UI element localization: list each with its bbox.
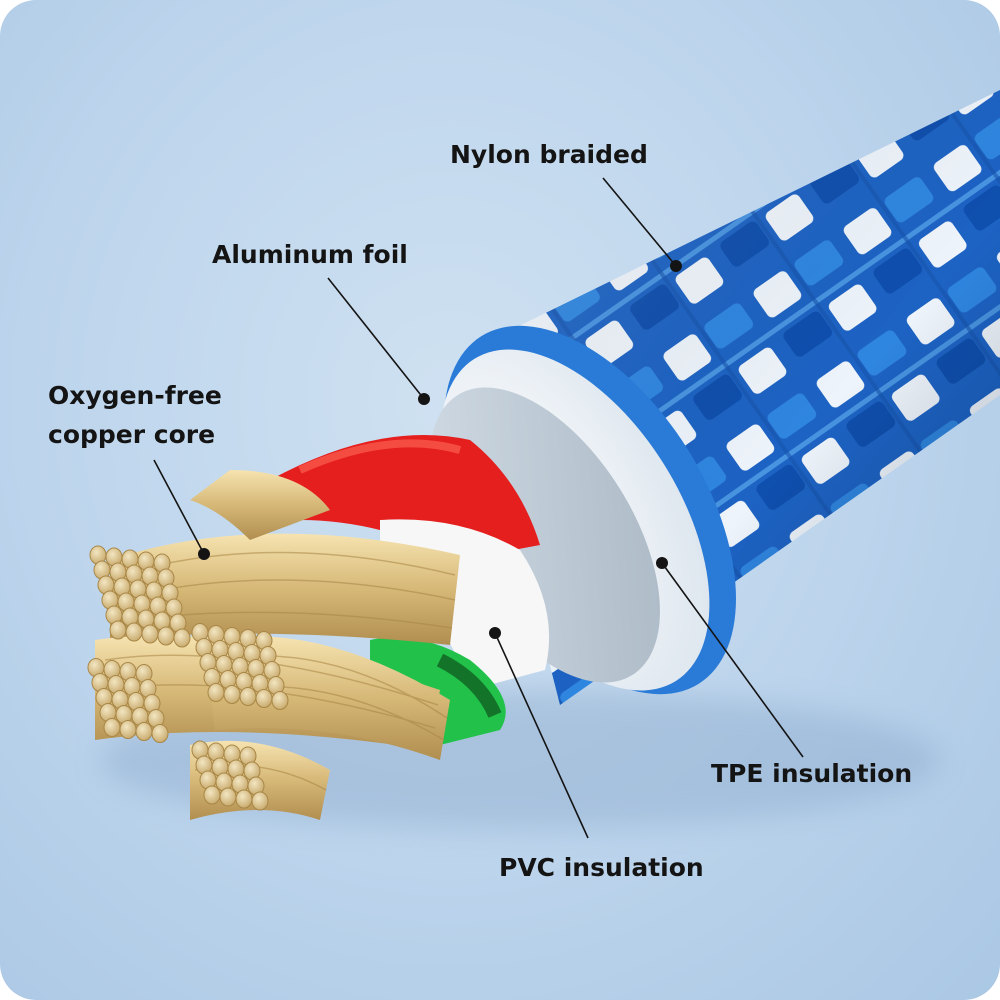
leader-tpe-insulation xyxy=(661,562,804,758)
strand-end-1-4-1 xyxy=(119,720,137,739)
dot-aluminum-foil xyxy=(418,393,430,405)
label-copper-core-line2: copper core xyxy=(48,420,216,449)
strand-end-1-4-0 xyxy=(103,718,121,737)
strand-end-3-3-1 xyxy=(219,787,237,807)
strand-end-2-4-2 xyxy=(239,687,257,706)
leader-nylon-braided xyxy=(602,177,677,267)
strand-end-3-3-3 xyxy=(251,791,269,811)
leader-pvc-insulation xyxy=(494,632,589,839)
leader-copper-core xyxy=(153,459,205,555)
red-wire xyxy=(270,435,540,560)
dot-pvc-insulation xyxy=(489,627,501,639)
strand-end-0-5-3 xyxy=(157,626,175,646)
strand-end-0-5-1 xyxy=(125,622,143,642)
strand-end-2-4-3 xyxy=(255,689,273,708)
strand-end-0-5-0 xyxy=(109,620,127,640)
strand-end-2-4-0 xyxy=(207,683,225,702)
dot-tpe-insulation xyxy=(656,557,668,569)
dot-copper-core xyxy=(198,548,210,560)
leader-lines xyxy=(153,177,804,839)
label-tpe-insulation: TPE insulation xyxy=(711,759,913,788)
strand-end-2-4-4 xyxy=(271,691,289,710)
strand-end-2-4-1 xyxy=(223,685,241,704)
label-aluminum-foil: Aluminum foil xyxy=(212,240,408,269)
strand-end-1-4-2 xyxy=(135,722,153,741)
strand-end-0-5-2 xyxy=(141,624,159,644)
strand-end-3-3-2 xyxy=(235,789,253,809)
leader-aluminum-foil xyxy=(327,277,425,400)
strand-end-0-5-4 xyxy=(173,628,191,648)
copper-strand-ends xyxy=(87,545,289,811)
label-copper-core-line1: Oxygen-free xyxy=(48,381,222,410)
strand-end-1-4-3 xyxy=(151,724,169,743)
strand-end-3-3-0 xyxy=(203,785,221,805)
label-pvc-insulation: PVC insulation xyxy=(499,853,704,882)
label-nylon-braided: Nylon braided xyxy=(450,140,648,169)
dot-nylon-braided xyxy=(670,260,682,272)
